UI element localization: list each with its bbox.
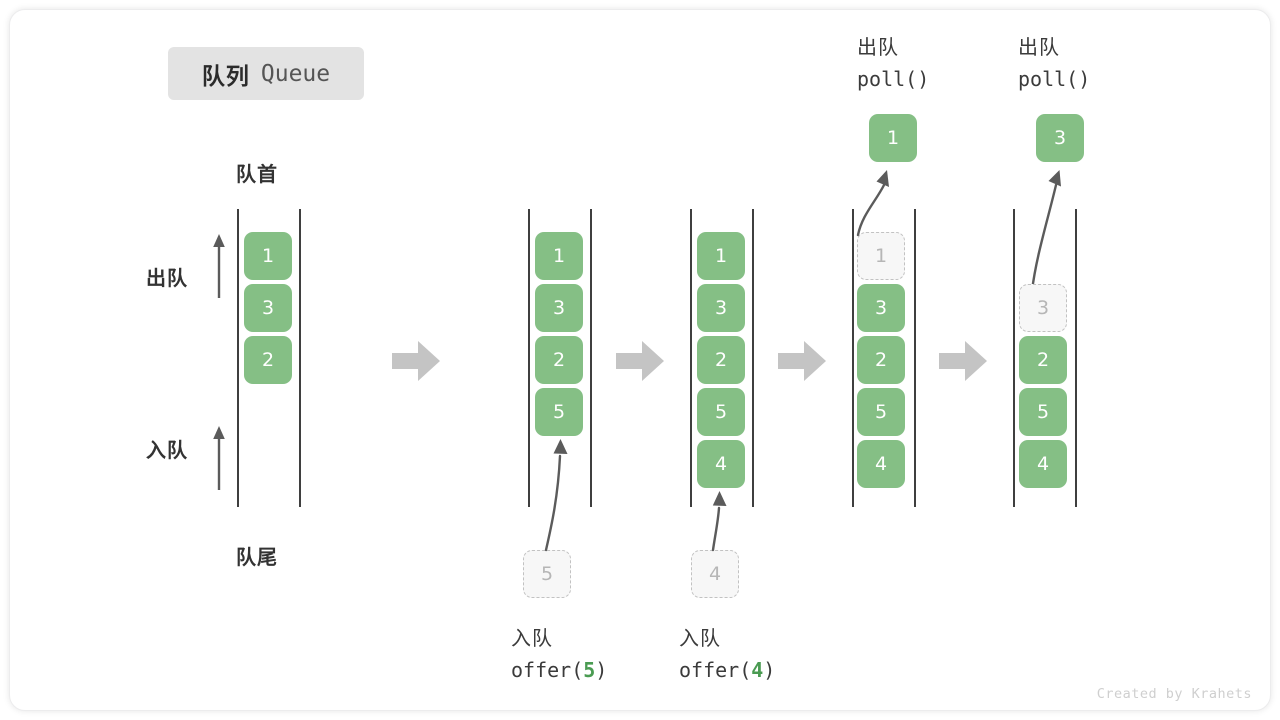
stage-caption-cn: 出队 [1018,35,1060,59]
queue-cell: 2 [1019,336,1067,384]
queue-cell: 4 [857,440,905,488]
popped-element: 1 [869,114,917,162]
stage-caption-offer-5: 入队 offer(5) [511,622,607,687]
queue-cell: 2 [857,336,905,384]
enqueue-action-arrow-icon [544,439,568,552]
popped-element: 3 [1036,114,1084,162]
queue-head-label: 队首 [236,162,278,186]
title-badge: 队列 Queue [168,47,364,100]
queue-rail-right [1075,209,1077,507]
stage-caption-cn: 入队 [511,626,553,650]
watermark: Created by Krahets [1096,686,1252,702]
queue-tail-label: 队尾 [236,545,278,569]
enqueue-direction-label: 入队 [146,438,188,462]
queue-cell: 5 [1019,388,1067,436]
queue-rail-left [1013,209,1015,507]
title-cn: 队列 [201,63,250,90]
step-arrow-icon [616,341,664,381]
stage-caption-code: offer(5) [511,658,608,683]
queue-cell: 3 [697,284,745,332]
stage-caption-cn: 入队 [679,626,721,650]
stage-caption-code: offer(4) [679,658,776,683]
stage-caption-cn: 出队 [857,35,899,59]
queue-cell: 3 [535,284,583,332]
dequeue-action-arrow-icon [1030,170,1061,293]
queue-rail-right [590,209,592,507]
step-arrow-icon [939,341,987,381]
queue-rail-right [299,209,301,507]
stage-caption-code: poll() [1018,67,1091,92]
queue-cell: 3 [857,284,905,332]
queue-rail-left [528,209,530,507]
queue-rail-left [237,209,239,507]
stage-caption-code: poll() [857,67,930,92]
queue-cell: 1 [244,232,292,280]
queue-rail-left [852,209,854,507]
queue-cell: 1 [697,232,745,280]
queue-cell: 4 [1019,440,1067,488]
incoming-element-ghost: 5 [523,550,571,598]
dequeue-action-arrow-icon [856,170,889,237]
queue-cell: 5 [697,388,745,436]
queue-cell-removed: 3 [1019,284,1067,332]
queue-cell: 2 [535,336,583,384]
stage-caption-offer-4: 入队 offer(4) [679,622,775,687]
queue-cell-new: 4 [697,440,745,488]
queue-cell-new: 5 [535,388,583,436]
title-en: Queue [260,60,331,87]
stage-caption-poll-1: 出队 poll() [857,31,929,96]
enqueue-action-arrow-icon [711,491,727,552]
queue-rail-left [690,209,692,507]
queue-cell: 5 [857,388,905,436]
queue-cell: 3 [244,284,292,332]
dequeue-direction-label: 出队 [146,266,188,290]
queue-cell: 2 [697,336,745,384]
queue-rail-right [752,209,754,507]
queue-rail-right [914,209,916,507]
queue-cell-removed: 1 [857,232,905,280]
queue-cell: 2 [244,336,292,384]
queue-cell: 1 [535,232,583,280]
incoming-element-ghost: 4 [691,550,739,598]
step-arrow-icon [392,341,440,381]
stage-caption-poll-3: 出队 poll() [1018,31,1090,96]
dequeue-direction-arrow-icon [213,234,225,298]
enqueue-direction-arrow-icon [213,426,225,490]
step-arrow-icon [778,341,826,381]
